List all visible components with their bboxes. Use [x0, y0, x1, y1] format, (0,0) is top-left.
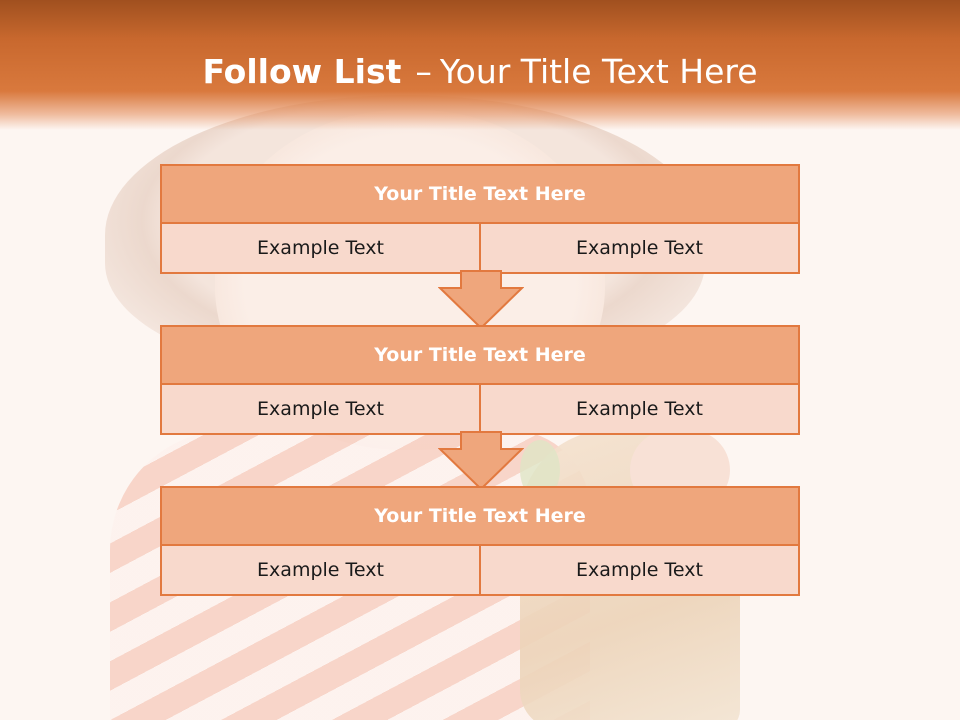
block-title: Your Title Text Here — [162, 488, 798, 546]
down-arrow-icon — [438, 270, 524, 330]
slide-title-dash: – — [415, 52, 432, 91]
block-cell-left: Example Text — [257, 559, 384, 581]
block-title: Your Title Text Here — [162, 166, 798, 224]
block-cell-left: Example Text — [257, 398, 384, 420]
block-cell-right: Example Text — [479, 546, 798, 594]
block-cell-right: Example Text — [479, 224, 798, 272]
slide-title-rest: Your Title Text Here — [439, 52, 758, 91]
title-bar: Follow List–Your Title Text Here — [0, 0, 960, 130]
list-block-3: Your Title Text Here Example Text Exampl… — [160, 486, 800, 596]
down-arrow-icon — [438, 431, 524, 491]
slide-title-bold: Follow List — [202, 52, 402, 91]
block-row: Example Text Example Text — [162, 224, 798, 272]
list-block-2: Your Title Text Here Example Text Exampl… — [160, 325, 800, 435]
list-block-1: Your Title Text Here Example Text Exampl… — [160, 164, 800, 274]
slide-title: Follow List–Your Title Text Here — [0, 52, 960, 91]
block-row: Example Text Example Text — [162, 385, 798, 433]
block-cell-left: Example Text — [257, 237, 384, 259]
block-title: Your Title Text Here — [162, 327, 798, 385]
block-row: Example Text Example Text — [162, 546, 798, 594]
block-cell-right: Example Text — [479, 385, 798, 433]
